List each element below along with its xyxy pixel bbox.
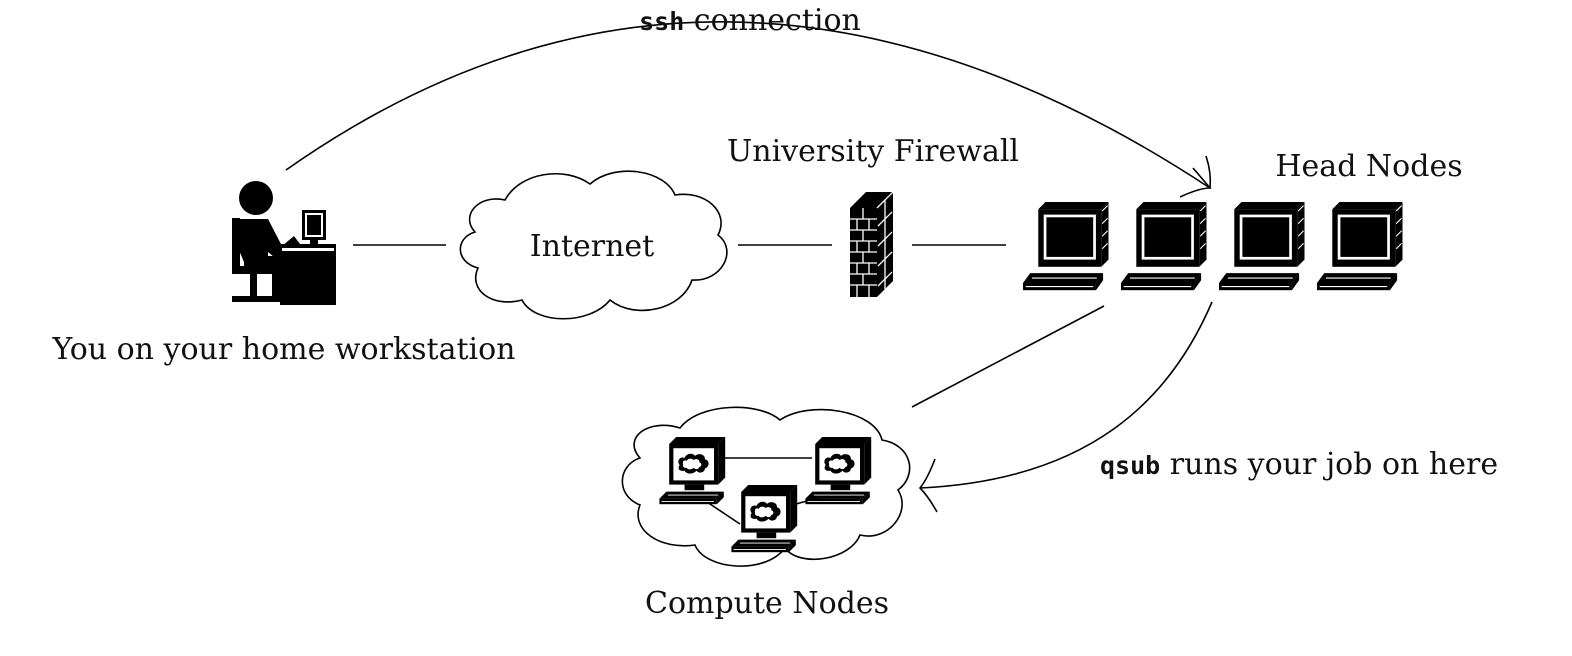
link-headnodes-computenodes	[911, 305, 1105, 408]
internet-label: Internet	[530, 229, 654, 264]
compute-nodes-label: Compute Nodes	[645, 586, 889, 621]
qsub-label: qsub runs your job on here	[1100, 447, 1498, 482]
workstation-label: You on your home workstation	[52, 332, 516, 367]
ssh-connection-label: ssh connection	[639, 3, 861, 38]
head-node-computer-icon	[1120, 202, 1208, 291]
head-node-computer-icon	[1316, 202, 1404, 291]
head-node-computer-icon	[1022, 202, 1110, 291]
internet-cloud	[459, 170, 728, 320]
firewall-icon	[850, 191, 894, 297]
qsub-arrow	[918, 301, 1213, 513]
ssh-connection-arrow	[285, 21, 1212, 198]
head-node-computer-icon	[1218, 202, 1306, 291]
firewall-label: University Firewall	[727, 134, 1019, 169]
compute-node-computer-icon	[730, 484, 798, 553]
workstation-user-icon	[232, 181, 336, 305]
compute-node-computer-icon	[804, 436, 872, 505]
compute-nodes	[658, 436, 872, 553]
compute-cloud	[621, 406, 911, 567]
head-nodes	[1022, 202, 1404, 291]
compute-node-computer-icon	[658, 436, 726, 505]
head-nodes-label: Head Nodes	[1275, 149, 1462, 184]
